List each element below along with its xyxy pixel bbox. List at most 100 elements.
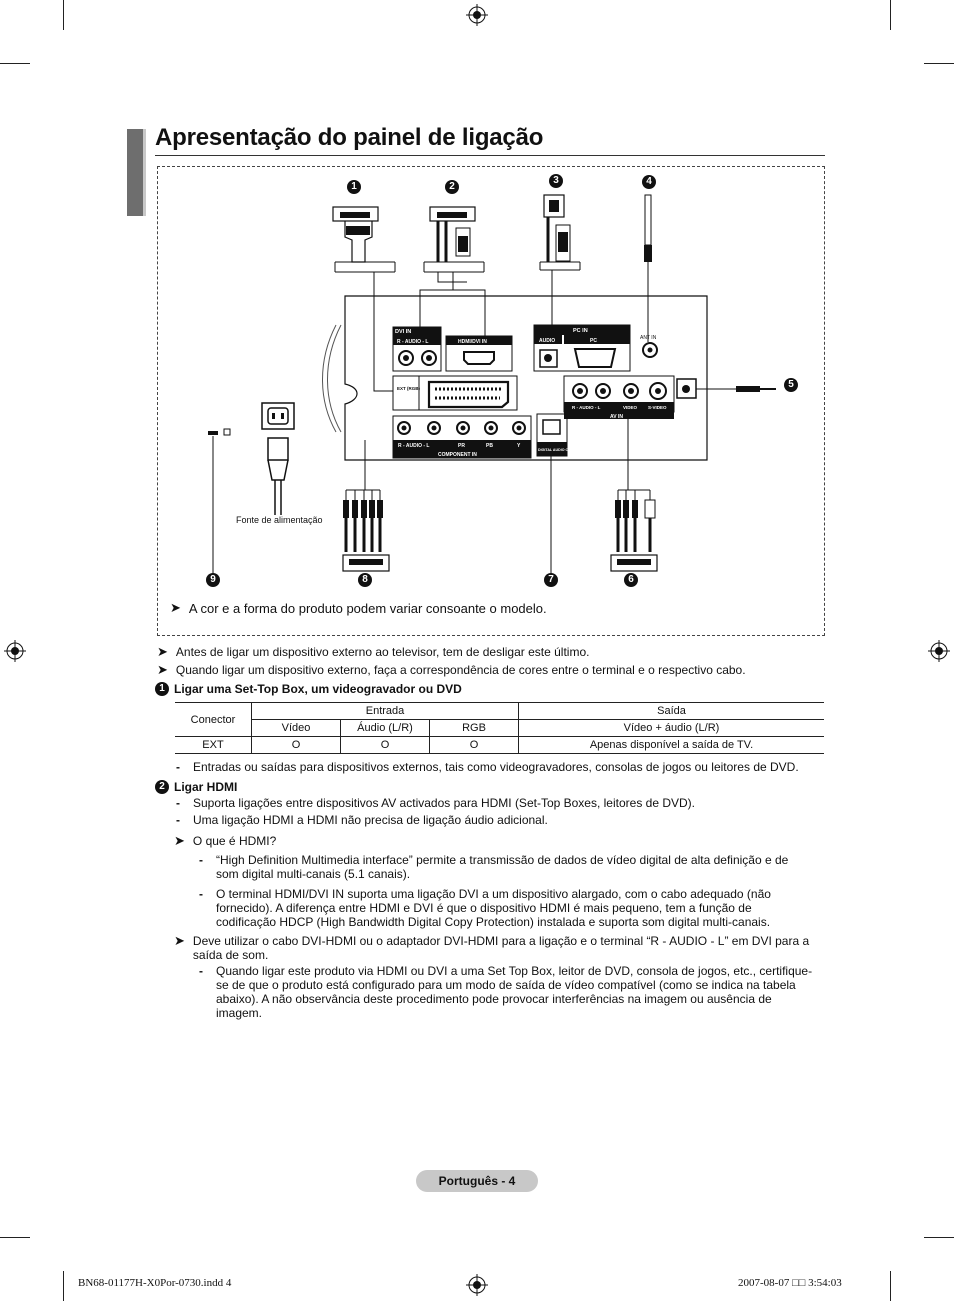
section-2-bullet: - Uma ligação HDMI a HDMI não precisa de… bbox=[176, 813, 548, 827]
ext-rgb-label: EXT (RGB) bbox=[397, 386, 421, 391]
hdmi-cable-icon bbox=[423, 206, 485, 273]
panel-curve bbox=[327, 324, 342, 433]
crop-mark bbox=[0, 63, 30, 64]
diagram-note: ➤ A cor e a forma do produto podem varia… bbox=[170, 600, 547, 617]
optical-port-icon bbox=[542, 419, 561, 435]
connection-diagram bbox=[157, 166, 825, 636]
badge-1: 1 bbox=[347, 180, 361, 194]
pr-jack-icon bbox=[456, 421, 470, 435]
pc-in-header bbox=[534, 325, 630, 335]
file-slug: BN68-01177H-X0Por-0730.indd 4 bbox=[78, 1277, 232, 1289]
crop-mark bbox=[63, 0, 64, 30]
video-jack-icon bbox=[623, 383, 639, 399]
y-jack-icon bbox=[512, 421, 526, 435]
y-label: Y bbox=[517, 443, 521, 449]
pb-jack-icon bbox=[484, 421, 498, 435]
audio-rl-label: R - AUDIO - L bbox=[397, 339, 428, 345]
audio-jack-icon bbox=[397, 421, 411, 435]
pc-label: PC bbox=[590, 338, 597, 344]
note-arrow-icon: ➤ bbox=[174, 833, 185, 848]
hdmi-question-note: ➤ O que é HDMI? bbox=[174, 833, 277, 849]
audio-label: AUDIO bbox=[539, 338, 555, 344]
note-1: ➤ Antes de ligar um dispositivo externo … bbox=[157, 644, 590, 660]
section-2-badge: 2 bbox=[155, 780, 169, 794]
pc-cable-icon bbox=[539, 194, 581, 271]
table-cell: EXT bbox=[175, 736, 252, 754]
badge-2: 2 bbox=[445, 180, 459, 194]
connection-panel-diagram: DVI IN R - AUDIO - L HDMI/DVI IN PC IN A… bbox=[208, 194, 776, 575]
table-cell: Apenas disponível a saída de TV. bbox=[518, 736, 824, 754]
pc-in-label: PC IN bbox=[573, 328, 588, 334]
section-1-heading: 1 Ligar uma Set-Top Box, um videogravado… bbox=[155, 682, 462, 696]
title-rule bbox=[155, 155, 825, 156]
power-cable-icon bbox=[261, 402, 295, 515]
badge-6: 6 bbox=[624, 573, 638, 587]
table-cell: O bbox=[251, 736, 341, 754]
title-accent-bar bbox=[143, 129, 146, 216]
audio-jack-icon bbox=[572, 383, 588, 399]
table-header-video-audio: Vídeo + áudio (L/R) bbox=[518, 719, 824, 737]
dvi-in-header bbox=[393, 327, 441, 336]
note-arrow-icon: ➤ bbox=[174, 933, 185, 948]
component-in-label: COMPONENT IN bbox=[438, 452, 477, 458]
audio-jack-icon bbox=[595, 383, 611, 399]
crop-mark bbox=[0, 1237, 30, 1238]
registration-mark-icon bbox=[466, 4, 488, 26]
table-header-saida: Saída bbox=[518, 702, 824, 720]
table-header-audio: Áudio (L/R) bbox=[340, 719, 430, 737]
optical-label: DIGITAL AUDIO OUT (OPTICAL) bbox=[538, 448, 593, 452]
crop-mark bbox=[63, 1271, 64, 1301]
kensington-slot-icon bbox=[208, 431, 218, 435]
table-header-rgb: RGB bbox=[429, 719, 519, 737]
dvi-bullet: - Quando ligar este produto via HDMI ou … bbox=[199, 964, 813, 1020]
pb-label: PB bbox=[486, 443, 493, 449]
component-cable-icon bbox=[342, 489, 390, 572]
audio-jack-icon bbox=[421, 350, 437, 366]
section-2-bullet: - Suporta ligações entre dispositivos AV… bbox=[176, 796, 696, 810]
page-title: Apresentação do painel de ligação bbox=[155, 124, 544, 151]
table-row: EXT O O O Apenas disponível a saída de T… bbox=[175, 736, 824, 754]
table-header-entrada: Entrada bbox=[251, 702, 519, 720]
table-header-video: Vídeo bbox=[251, 719, 341, 737]
pc-audio-jack-icon bbox=[539, 349, 558, 368]
antenna-jack-icon bbox=[642, 342, 658, 358]
crop-mark bbox=[890, 0, 891, 30]
crop-mark bbox=[924, 1237, 954, 1238]
note-arrow-icon: ➤ bbox=[157, 662, 168, 677]
av-cable-icon bbox=[610, 489, 658, 572]
scart-cable-icon bbox=[332, 206, 396, 273]
section-1-badge: 1 bbox=[155, 682, 169, 696]
tv-panel-outline bbox=[344, 295, 708, 461]
registration-mark-icon bbox=[4, 640, 26, 662]
note-2: ➤ Quando ligar um dispositivo externo, f… bbox=[157, 662, 746, 678]
badge-7: 7 bbox=[544, 573, 558, 587]
badge-4: 4 bbox=[642, 175, 656, 189]
antenna-cable-icon bbox=[644, 194, 652, 262]
dvi-in-label: DVI IN bbox=[395, 329, 411, 335]
registration-mark-icon bbox=[928, 640, 950, 662]
av-audio-label: R - AUDIO - L bbox=[572, 405, 601, 410]
page-number-pill: Português - 4 bbox=[416, 1170, 538, 1192]
note-arrow-icon: ➤ bbox=[157, 644, 168, 659]
note-arrow-icon: ➤ bbox=[170, 600, 181, 615]
ant-in-label: ANT IN bbox=[640, 335, 657, 341]
dvi-note: ➤ Deve utilizar o cabo DVI-HDMI ou o ada… bbox=[174, 933, 810, 963]
badge-5: 5 bbox=[784, 378, 798, 392]
title-accent-bar bbox=[127, 129, 143, 216]
section-1-bullet: - Entradas ou saídas para dispositivos e… bbox=[176, 760, 799, 774]
s-video-jack-icon bbox=[649, 382, 667, 400]
pr-label: PR bbox=[458, 443, 465, 449]
hdmi-bullet: - “High Definition Multimedia interface”… bbox=[199, 853, 789, 881]
hdmi-dvi-label: HDMI/DVI IN bbox=[458, 339, 487, 345]
crop-mark bbox=[924, 63, 954, 64]
registration-mark-icon bbox=[466, 1274, 488, 1296]
date-slug: 2007-08-07 □□ 3:54:03 bbox=[738, 1277, 842, 1289]
scart-port-icon bbox=[427, 380, 510, 409]
crop-mark bbox=[890, 1271, 891, 1301]
dvi-audio-header bbox=[393, 336, 441, 345]
section-2-heading: 2 Ligar HDMI bbox=[155, 780, 237, 794]
lock-icon bbox=[223, 428, 231, 436]
hdmi-port-icon bbox=[463, 351, 495, 365]
badge-3: 3 bbox=[549, 174, 563, 188]
table-header-conector: Conector bbox=[175, 702, 252, 737]
